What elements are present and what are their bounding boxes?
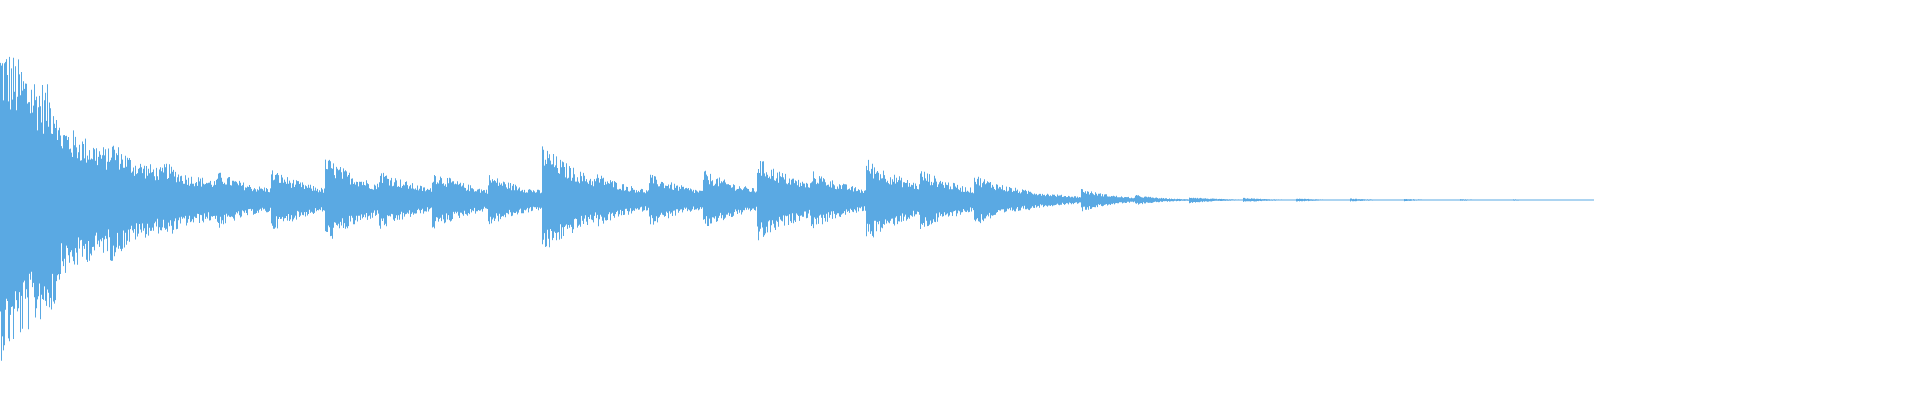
waveform-signal bbox=[0, 56, 1594, 361]
waveform-bars bbox=[0, 56, 1594, 361]
